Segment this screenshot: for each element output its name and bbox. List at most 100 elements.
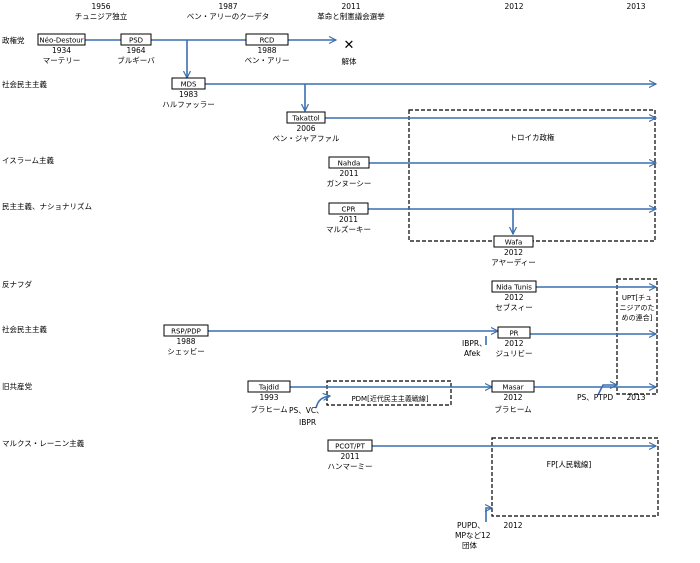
party-tajdid-name: Tajdid: [258, 384, 279, 392]
row-anti-nahda: 反ナフダ: [2, 279, 32, 289]
year-2011: 2011: [341, 2, 360, 11]
party-cpr-box: [328, 202, 369, 215]
party-masar-box: [491, 380, 535, 393]
party-psd-year: 1964: [126, 46, 145, 55]
event-revolution: 革命と制憲議会選挙: [317, 11, 385, 21]
party-pr-box: [497, 326, 531, 339]
year-1956: 1956: [91, 2, 110, 11]
party-nahda-leader: ガンヌーシー: [327, 178, 372, 188]
party-mds-year: 1983: [179, 90, 198, 99]
party-neo-destour-leader: マーテリー: [43, 56, 81, 65]
party-rcd-name: RCD: [260, 37, 275, 45]
party-psd-leader: ブルギーバ: [117, 55, 155, 65]
note-ibpr-afek-1: IBPR、: [462, 339, 487, 348]
fp-year: 2012: [503, 521, 522, 530]
party-wafa-name: Wafa: [505, 239, 523, 247]
party-pr-leader: ジュリビー: [496, 349, 533, 358]
party-rsp-pdp-year: 1988: [176, 337, 195, 346]
line-ps-ptpd-join: [597, 385, 617, 396]
party-rsp-pdp-box: [163, 324, 209, 337]
party-pcot-pt-box: [327, 439, 373, 452]
party-pcot-pt-name: PCOT/PT: [335, 443, 365, 451]
party-cpr-year: 2011: [339, 215, 358, 224]
party-pr-name: PR: [509, 330, 518, 338]
party-takattol-name: Takattol: [291, 115, 319, 123]
upt-year: 2013: [626, 393, 645, 402]
party-cpr-name: CPR: [342, 206, 356, 214]
party-masar-leader: ブラヒーム: [494, 404, 531, 414]
party-tajdid: Tajdid 1993 ブラヒーム: [247, 380, 291, 414]
party-wafa: Wafa 2012 アヤーディー: [491, 235, 536, 267]
row-democracy-nationalism: 民主主義、ナショナリズム: [2, 201, 92, 211]
event-coup: ベン・アリーのクーデタ: [187, 11, 270, 21]
party-neo-destour-box: [37, 33, 86, 46]
event-independence: チュニジア独立: [75, 11, 128, 21]
party-wafa-leader: アヤーディー: [491, 257, 535, 267]
upt-frame: [616, 278, 658, 395]
connector-lines: [85, 40, 656, 522]
party-pcot-pt-year: 2011: [340, 452, 359, 461]
party-rsp-pdp-name: RSP/PDP: [171, 328, 201, 336]
party-tajdid-leader: ブラヒーム: [250, 404, 287, 414]
party-psd: PSD 1964 ブルギーバ: [117, 33, 155, 65]
party-neo-destour-name: Néo-Destour: [39, 37, 83, 45]
party-nida-tunis-name: Nida Tunis: [496, 284, 532, 292]
year-2013: 2013: [626, 2, 645, 11]
party-nida-tunis: Nida Tunis 2012 セブスィー: [491, 280, 537, 312]
note-ps-vc-1: PS、VC、: [289, 406, 324, 415]
party-rsp-pdp: RSP/PDP 1988 シェッビー: [163, 324, 209, 356]
party-tajdid-box: [247, 380, 291, 393]
upt-label-1: UPT[チュ: [622, 294, 652, 302]
party-masar: Masar 2012 ブラヒーム: [491, 380, 535, 414]
party-rsp-pdp-leader: シェッビー: [167, 347, 205, 356]
fp-frame: [491, 437, 659, 517]
note-ibpr-afek-2: Afek: [464, 349, 481, 358]
row-social-democracy-2: 社会民主主義: [2, 324, 47, 334]
fp-label: FP[人民戦線]: [547, 459, 592, 469]
party-rcd-year: 1988: [257, 46, 276, 55]
party-nahda-name: Nahda: [338, 160, 361, 168]
party-nahda: Nahda 2011 ガンヌーシー: [327, 156, 372, 188]
upt-label-2: ニジアのた: [620, 304, 655, 312]
row-social-democracy-1: 社会民主主義: [2, 79, 47, 89]
party-takattol: Takattol 2006 ベン・ジャアファル: [272, 111, 340, 143]
party-masar-name: Masar: [502, 384, 523, 392]
upt-label-3: めの連合]: [622, 313, 653, 322]
party-cpr-leader: マルズーキー: [326, 224, 371, 234]
party-psd-name: PSD: [129, 37, 143, 45]
pdm-label: PDM[近代民主主義戦線]: [351, 394, 428, 403]
party-wafa-year: 2012: [504, 248, 523, 257]
note-ps-ptpd: PS、PTPD: [577, 393, 613, 402]
line-pupd-join: [486, 508, 492, 522]
party-mds: MDS 1983 ハルファッラー: [162, 77, 215, 109]
row-islamism: イスラーム主義: [2, 155, 55, 165]
party-mds-name: MDS: [181, 81, 197, 89]
party-pcot-pt-leader: ハンマーミー: [328, 462, 373, 471]
note-pupd-1: PUPD、: [457, 521, 485, 530]
party-takattol-box: [286, 111, 326, 124]
party-nahda-year: 2011: [339, 169, 358, 178]
row-marxist-leninist: マルクス・レーニン主義: [2, 438, 85, 448]
party-neo-destour: Néo-Destour 1934 マーテリー: [37, 33, 86, 65]
note-pupd-3: 団体: [462, 540, 477, 550]
troika-frame: [408, 109, 656, 242]
row-ex-communist: 旧共産党: [2, 381, 32, 391]
party-neo-destour-year: 1934: [52, 46, 71, 55]
party-tajdid-year: 1993: [259, 393, 278, 402]
dissolved-mark: ✕: [344, 38, 355, 53]
party-pcot-pt: PCOT/PT 2011 ハンマーミー: [327, 439, 373, 471]
party-pr: PR 2012 ジュリビー: [496, 326, 533, 358]
party-masar-year: 2012: [503, 393, 522, 402]
party-nida-tunis-leader: セブスィー: [495, 302, 533, 312]
party-nida-tunis-year: 2012: [504, 293, 523, 302]
note-pupd-2: MPなど12: [455, 531, 491, 540]
party-takattol-year: 2006: [296, 124, 315, 133]
troika-label: トロイカ政権: [510, 132, 555, 142]
party-nahda-box: [328, 156, 370, 169]
party-mds-leader: ハルファッラー: [162, 100, 215, 109]
dissolved-label: 解体: [342, 56, 357, 66]
row-ruling-party: 政権党: [2, 35, 25, 45]
party-rcd: RCD 1988 ベン・アリー: [245, 33, 290, 65]
party-nida-tunis-box: [491, 280, 537, 293]
